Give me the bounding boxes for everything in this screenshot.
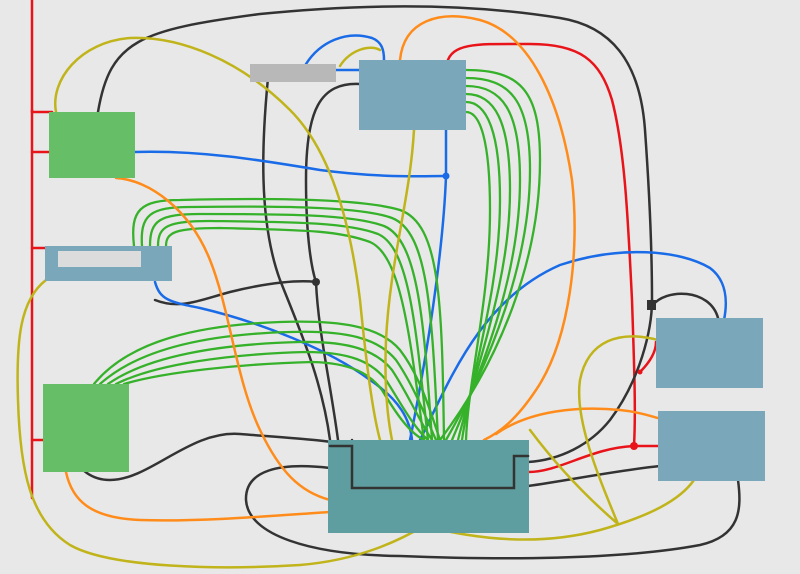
green-wire-top-1 [438,68,542,442]
olive-wire-grey-top [338,46,382,68]
blocks [43,60,765,533]
olive-wire-right-to-bottom [528,428,620,526]
black-wire-center-to-teal [314,280,340,442]
orange-wire-top-arc [398,15,576,442]
red-wire-top-right [445,42,637,448]
blue-junction [442,172,450,180]
black-junction-center [312,278,320,286]
black-wire-right-lower-link [526,464,662,488]
green-wire-low-3 [106,340,434,442]
orange-wire-right [494,407,660,436]
teal-block-inner-wires [328,444,530,490]
green-wire-top-4 [456,92,512,442]
blue-wire-green-to-center [132,150,448,178]
green-wire-top-3 [450,84,522,442]
grey-block-top[interactable] [250,64,336,82]
green-wire-low-5 [122,360,426,442]
green-wire-low-1 [92,320,442,442]
green-wire-low-2 [98,330,438,442]
red-junction-right-upper [637,369,643,375]
blue-block-right-upper[interactable] [656,318,763,388]
red-junction-right [630,442,638,450]
black-wire-right-to-block [526,298,654,464]
blue-block-top-center[interactable] [359,60,466,130]
orange-wire-bottom-left [64,470,332,522]
black-wire-grey-down [262,76,332,442]
green-wire-mid-3 [148,212,434,442]
olive-wires [16,36,696,569]
black-wire-top-center-down [304,82,362,284]
blue-wire-right-arc [418,250,727,442]
teal-block-bottom-center[interactable] [328,440,529,533]
green-wire-mid-5 [164,226,426,442]
blue-wire-left-mid-to-teal [153,280,414,442]
blue-block-left-middle-inset [58,251,141,267]
olive-wire-right-loop [577,335,660,526]
black-junction-right [647,300,656,310]
green-wire-mid-1 [132,197,446,442]
black-wire-top-loop [96,5,654,302]
olive-wire-top-left-loop [53,36,382,442]
blue-wires [132,34,727,442]
green-wires [92,68,542,442]
green-wire-mid-4 [156,219,430,442]
red-wires [30,0,662,500]
orange-wires [64,15,660,522]
orange-wire-green-to-teal [114,176,332,502]
blue-wire-grey-to-top [304,34,386,66]
olive-wire-bottom-right [422,478,696,541]
green-wire-top-6 [464,110,492,442]
olive-wire-top-center-down [384,128,416,442]
black-wire-bottom-loop [244,464,741,560]
blue-wire-top-center-down [408,128,448,442]
teal-inner-wire-frame [328,444,530,490]
green-block-bottom-left[interactable] [43,384,129,472]
green-wire-mid-2 [140,205,440,442]
green-block-top-left[interactable] [49,112,135,178]
red-wire-right-upper [638,340,658,374]
blue-block-right-lower[interactable] [658,411,765,481]
black-wire-right-hook [650,292,720,320]
olive-wire-left-outer [16,278,426,569]
green-wire-low-4 [114,350,430,442]
